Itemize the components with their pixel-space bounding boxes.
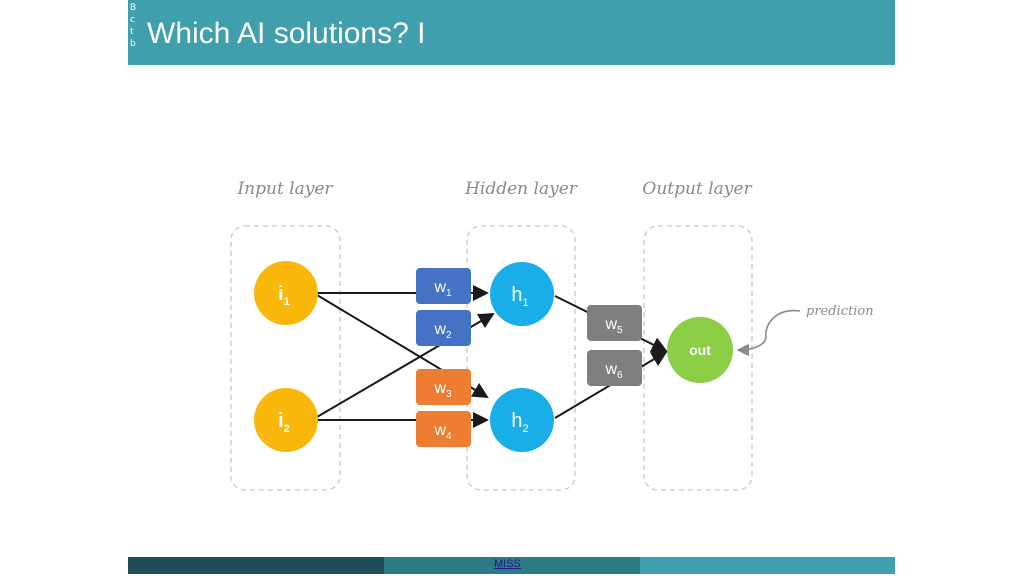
input-node-i1: i1 xyxy=(254,261,318,325)
output-layer-box xyxy=(643,225,753,491)
svg-text:w1: w1 xyxy=(433,279,452,299)
side-letter: c xyxy=(130,15,135,25)
side-letter: b xyxy=(130,39,136,49)
prediction-label: prediction xyxy=(806,304,874,319)
page-title: Which AI solutions? I xyxy=(147,17,426,50)
footer-bar-light xyxy=(640,557,895,574)
svg-text:h1: h1 xyxy=(511,284,528,309)
weight-w2: w2 xyxy=(416,310,471,346)
weight-w4: w4 xyxy=(416,411,471,447)
svg-text:w5: w5 xyxy=(604,316,623,336)
svg-text:w3: w3 xyxy=(433,380,452,400)
weight-w5: w5 xyxy=(587,305,642,341)
side-letters: B c t b xyxy=(130,2,140,50)
svg-text:i2: i2 xyxy=(278,410,290,435)
footer-bar-mid xyxy=(384,557,640,574)
hidden-node-h2: h2 xyxy=(490,388,554,452)
input-layer-label: Input layer xyxy=(236,179,333,199)
hidden-layer-box xyxy=(466,225,576,491)
svg-text:w2: w2 xyxy=(433,321,452,341)
prediction-arrow xyxy=(736,309,801,357)
svg-text:h2: h2 xyxy=(511,410,528,435)
weight-w6: w6 xyxy=(587,350,642,386)
side-letter: t xyxy=(130,27,134,37)
side-letter: B xyxy=(130,3,137,13)
input-node-i2: i2 xyxy=(254,388,318,452)
svg-text:w6: w6 xyxy=(604,361,623,381)
footer-bar-dark xyxy=(128,557,384,574)
svg-text:w4: w4 xyxy=(433,422,452,442)
hidden-node-h1: h1 xyxy=(490,262,554,326)
output-node: out xyxy=(667,317,733,383)
svg-text:i1: i1 xyxy=(278,283,290,308)
weight-w1: w1 xyxy=(416,268,471,304)
footer-link[interactable]: MISS xyxy=(494,558,521,570)
output-layer-label: Output layer xyxy=(642,179,752,199)
svg-text:out: out xyxy=(689,342,711,358)
hidden-layer-label: Hidden layer xyxy=(464,179,578,199)
weight-w3: w3 xyxy=(416,369,471,405)
header-bar xyxy=(128,0,895,65)
input-layer-box xyxy=(230,225,341,491)
